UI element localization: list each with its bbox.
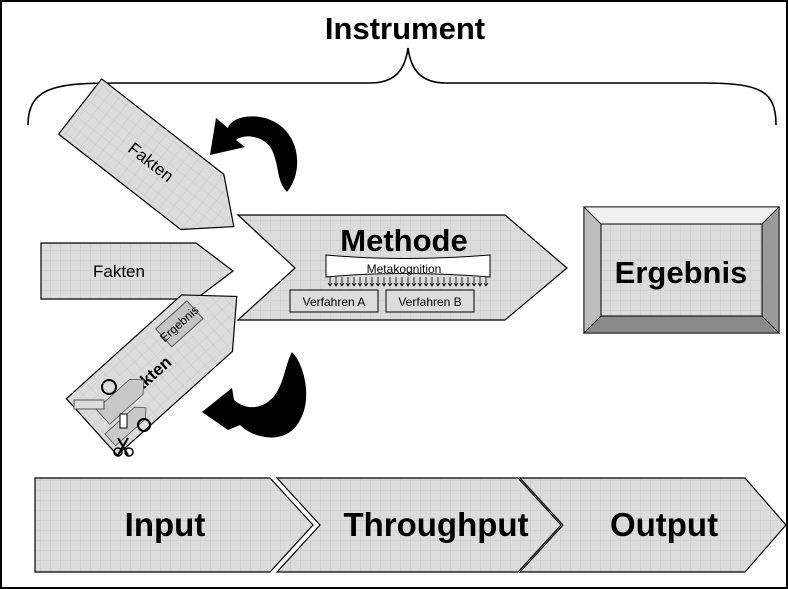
process-throughput: Throughput [275,477,562,573]
fakten-arrow-mid: Fakten [40,242,234,300]
ergebnis-box: Ergebnis [583,206,780,334]
fakten-arrow-low: Fakten Ergebnis [65,294,238,456]
process-output-label: Output [610,506,718,543]
fakten-mid-label: Fakten [93,262,145,281]
process-throughput-label: Throughput [343,506,528,543]
metakognition-label: Metakognition [367,262,442,276]
methode-arrow: Methode Metakognition Verfahren A Verfah… [236,214,568,321]
process-output: Output [518,477,787,573]
banner-ticks [327,277,489,287]
small-result-box [155,300,204,348]
instrument-brace [27,47,777,126]
process-input: Input [34,477,314,573]
verfahren-b-label: Verfahren B [398,295,461,309]
curved-arrow-bottom [202,352,307,438]
metakognition-banner [325,254,491,278]
ergebnis-label: Ergebnis [615,255,748,290]
instrument-title: Instrument [325,11,485,46]
verfahren-a-label: Verfahren A [303,295,366,309]
tools-decoration [73,379,151,457]
verfahren-b-box [385,289,475,313]
fakten-arrow-top: Fakten [57,78,235,231]
curved-arrow-top [210,116,298,192]
process-input-label: Input [125,506,206,543]
methode-title: Methode [340,223,467,258]
verfahren-a-box [289,289,379,313]
